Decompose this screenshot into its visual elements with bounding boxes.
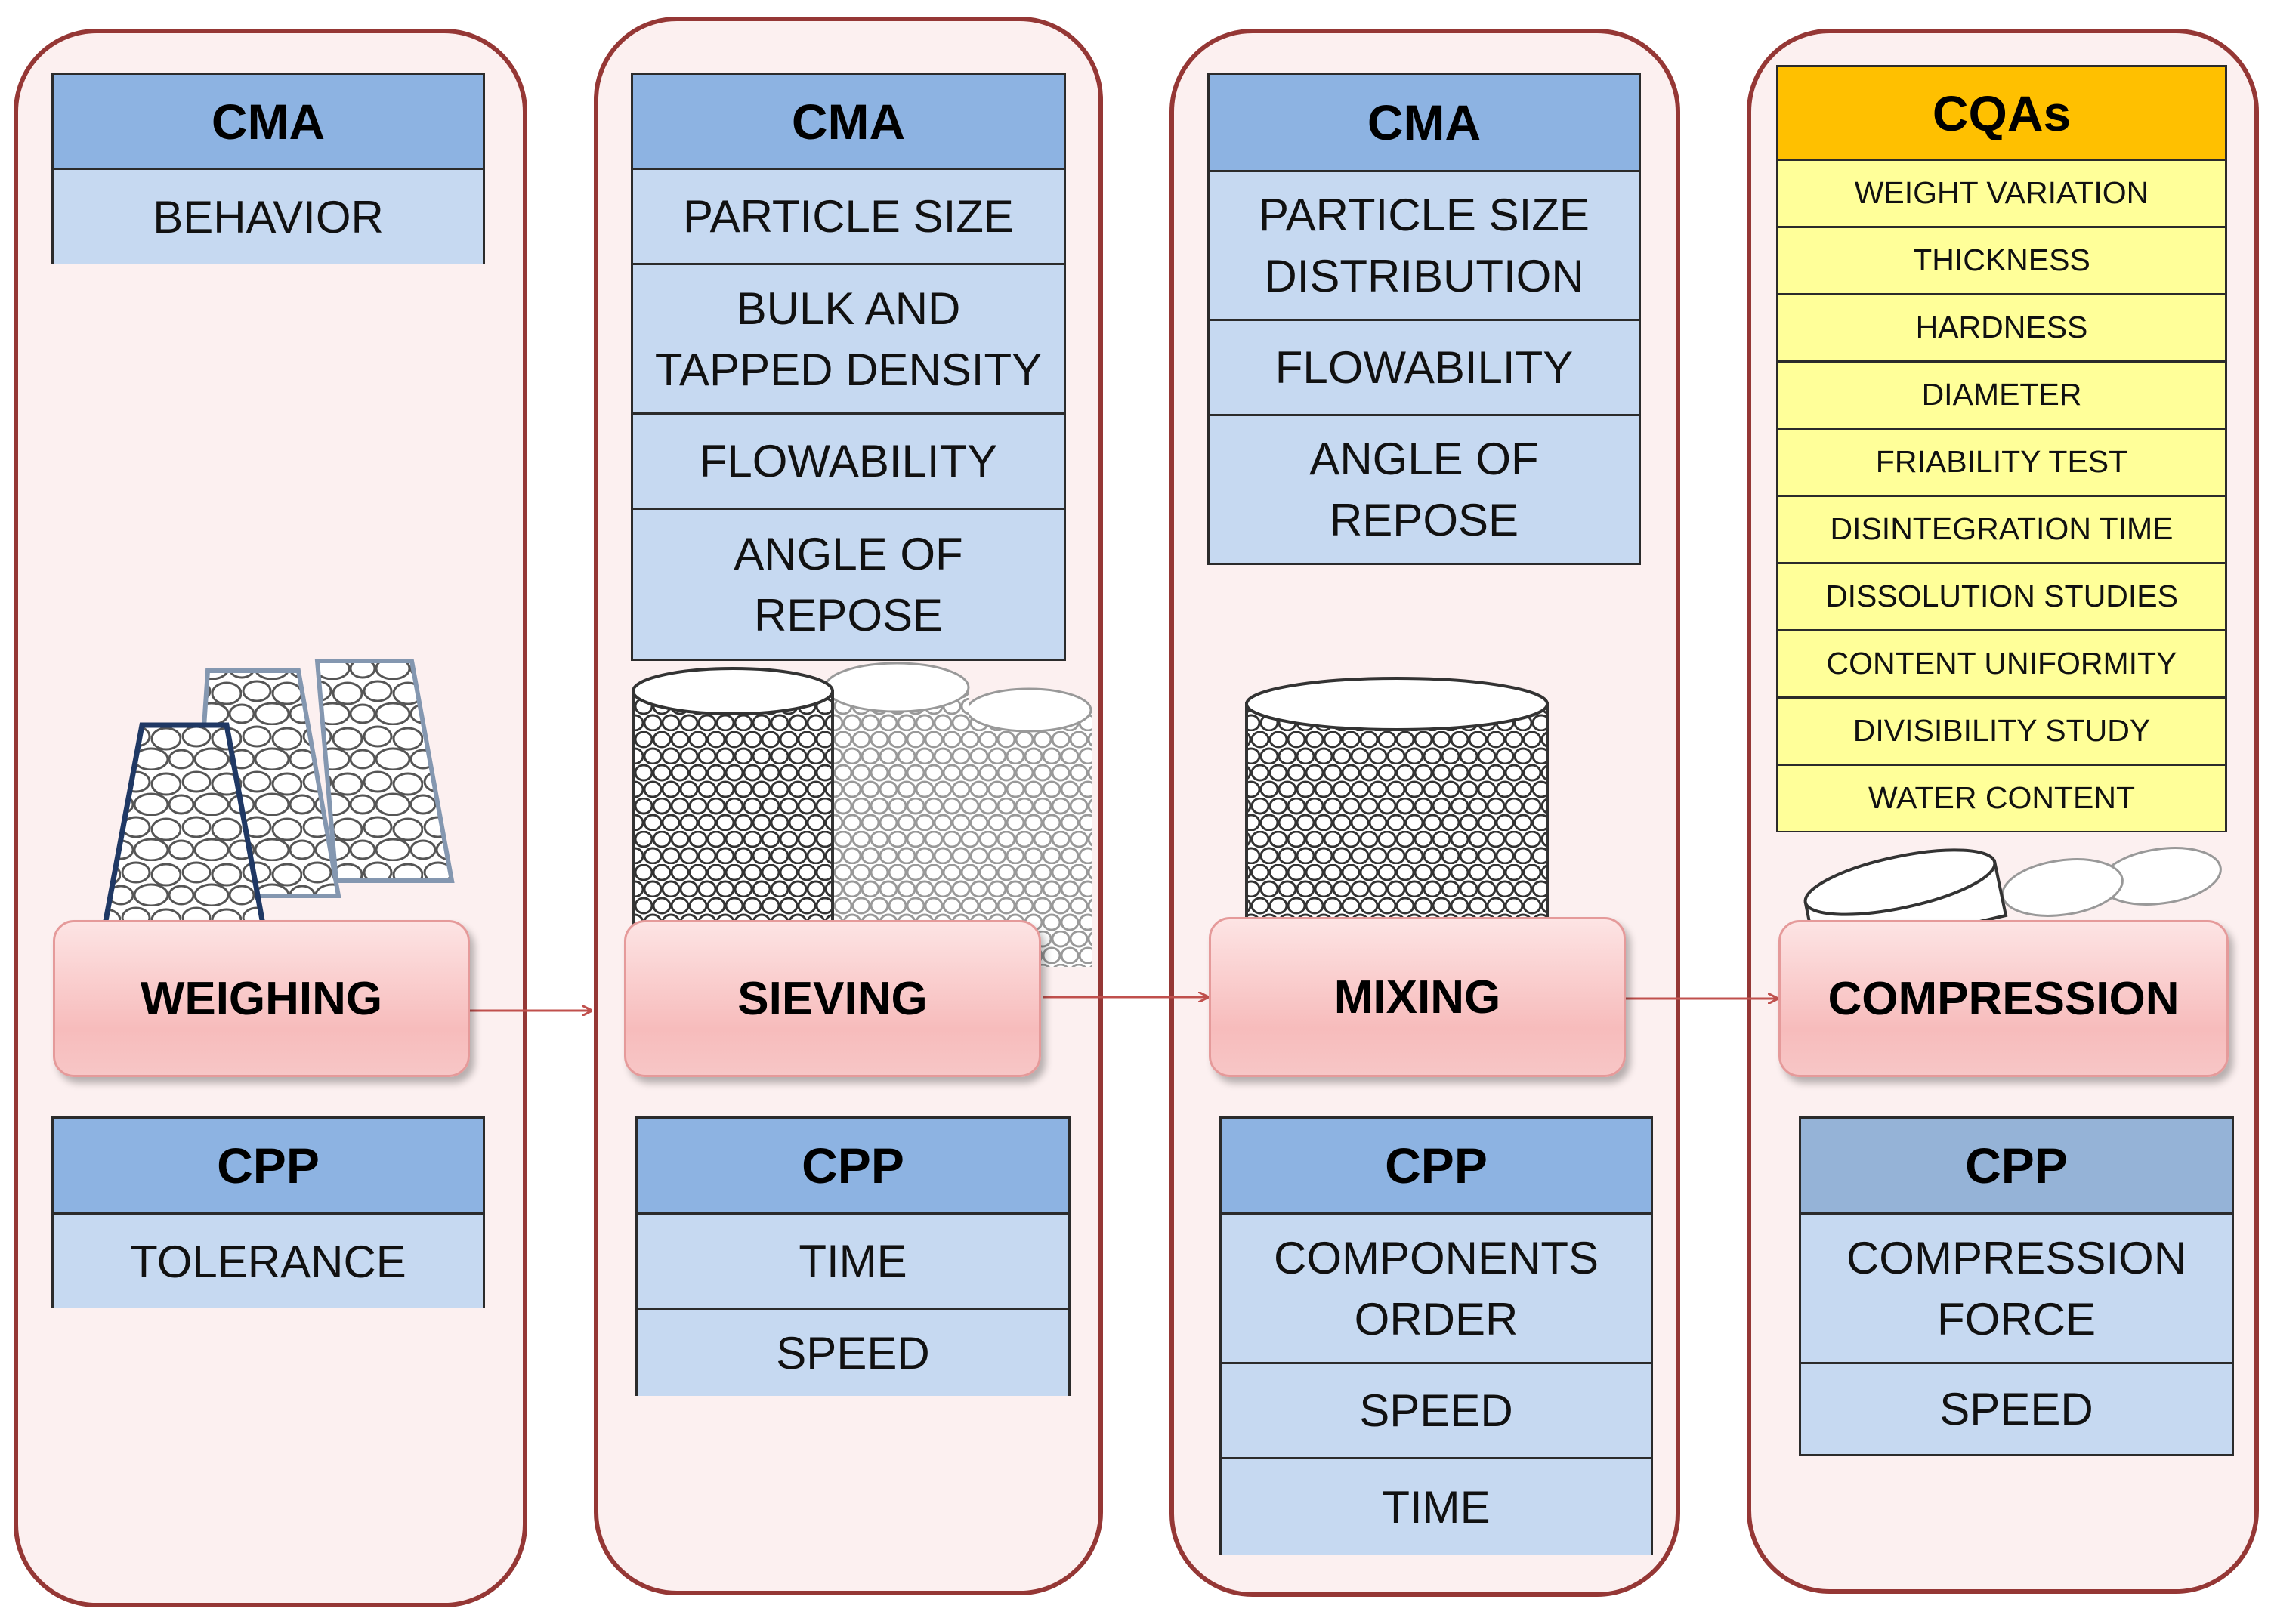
mixing-cma-item: ANGLE OF REPOSE — [1210, 416, 1639, 563]
sieving-cpp-header: CPP — [638, 1119, 1068, 1215]
containers-with-granules-icon — [96, 659, 455, 956]
weighing-cpp-header: CPP — [54, 1119, 483, 1215]
sieving-cpp-table: CPP TIME SPEED — [635, 1116, 1071, 1396]
cqa-item: DIVISIBILITY STUDY — [1778, 699, 2225, 766]
step-mixing: MIXING — [1209, 917, 1626, 1077]
step-compression: COMPRESSION — [1778, 920, 2229, 1077]
cqa-item: WATER CONTENT — [1778, 766, 2225, 831]
weighing-cpp-table: CPP TOLERANCE — [51, 1116, 485, 1308]
sieving-cma-item: PARTICLE SIZE — [633, 170, 1064, 265]
sieving-cma-item: BULK AND TAPPED DENSITY — [633, 265, 1064, 415]
cqa-item: DISINTEGRATION TIME — [1778, 497, 2225, 564]
cqa-item: FRIABILITY TEST — [1778, 430, 2225, 497]
compression-cpp-table: CPP COMPRESSION FORCE SPEED — [1799, 1116, 2234, 1456]
sieving-cpp-item: TIME — [638, 1215, 1068, 1310]
sieving-cma-table: CMA PARTICLE SIZE BULK AND TAPPED DENSIT… — [631, 73, 1066, 661]
cqa-item: DIAMETER — [1778, 363, 2225, 430]
sieving-cpp-item: SPEED — [638, 1310, 1068, 1396]
cqa-item: WEIGHT VARIATION — [1778, 161, 2225, 228]
mixing-cpp-item: TIME — [1222, 1459, 1651, 1555]
sieving-cma-item: FLOWABILITY — [633, 415, 1064, 510]
cqa-item: DISSOLUTION STUDIES — [1778, 564, 2225, 631]
cqa-item: HARDNESS — [1778, 295, 2225, 363]
cqa-item: CONTENT UNIFORMITY — [1778, 631, 2225, 699]
weighing-cpp-item: TOLERANCE — [54, 1215, 483, 1308]
weighing-cma-item: BEHAVIOR — [54, 170, 483, 264]
step-weighing-label: WEIGHING — [140, 972, 383, 1025]
cqas-table: CQAs WEIGHT VARIATION THICKNESS HARDNESS… — [1776, 65, 2227, 832]
mixing-cpp-item: SPEED — [1222, 1364, 1651, 1459]
step-sieving: SIEVING — [624, 920, 1041, 1077]
mixing-cma-item: PARTICLE SIZE DISTRIBUTION — [1210, 172, 1639, 321]
mixer-drum-icon — [1245, 677, 1549, 949]
tablets-icon — [1803, 847, 2222, 962]
cqa-item: THICKNESS — [1778, 228, 2225, 295]
weighing-cma-table: CMA BEHAVIOR — [51, 73, 485, 264]
sieving-cma-header: CMA — [633, 75, 1064, 170]
cqas-header: CQAs — [1778, 67, 2225, 161]
weighing-cma-header: CMA — [54, 75, 483, 170]
step-mixing-label: MIXING — [1333, 971, 1501, 1023]
step-sieving-label: SIEVING — [737, 972, 928, 1025]
mixing-cpp-item: COMPONENTS ORDER — [1222, 1215, 1651, 1364]
compression-cpp-item: COMPRESSION FORCE — [1801, 1215, 2232, 1364]
mixing-cpp-header: CPP — [1222, 1119, 1651, 1215]
sieving-cma-item: ANGLE OF REPOSE — [633, 510, 1064, 659]
mixing-cma-item: FLOWABILITY — [1210, 321, 1639, 416]
compression-cpp-item: SPEED — [1801, 1364, 2232, 1454]
mixing-cma-table: CMA PARTICLE SIZE DISTRIBUTION FLOWABILI… — [1207, 73, 1641, 565]
sieve-cylinders-icon — [632, 662, 1092, 976]
compression-cpp-header: CPP — [1801, 1119, 2232, 1215]
step-compression-label: COMPRESSION — [1828, 972, 2180, 1025]
mixing-cma-header: CMA — [1210, 75, 1639, 172]
mixing-cpp-table: CPP COMPONENTS ORDER SPEED TIME — [1219, 1116, 1653, 1555]
step-weighing: WEIGHING — [53, 920, 470, 1077]
